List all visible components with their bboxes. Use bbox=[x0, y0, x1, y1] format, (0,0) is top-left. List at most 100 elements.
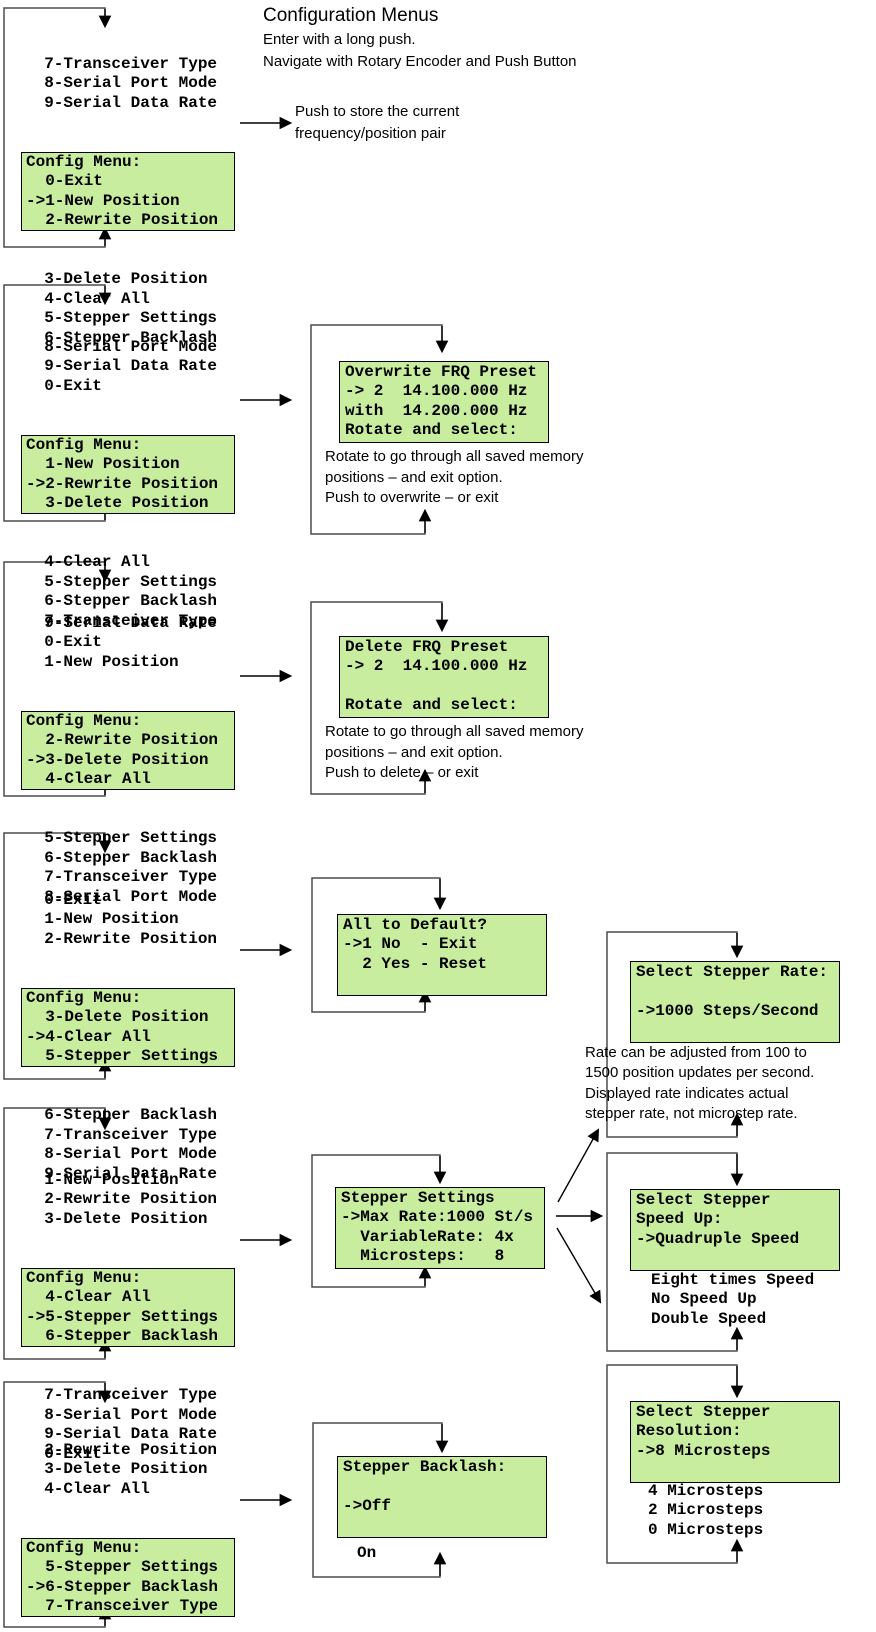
menu-cycle-5: 1-New Position 2-Rewrite Position 3-Dele… bbox=[21, 1132, 235, 1503]
option-item: On bbox=[357, 1544, 377, 1562]
menu-item: 0-Exit bbox=[26, 172, 103, 191]
store-note: Push to store the current frequency/posit… bbox=[295, 101, 459, 145]
lcd-delete-preset: Delete FRQ Preset-> 2 14.100.000 Hz Rotat… bbox=[339, 636, 549, 718]
menu-item: Config Menu: bbox=[26, 1268, 142, 1287]
menu-item: Config Menu: bbox=[26, 1538, 142, 1557]
lcd-line: -> 2 14.100.000 Hz bbox=[345, 657, 528, 676]
menu-item: 0-Exit bbox=[25, 890, 102, 909]
menu-item: 3-Delete Position bbox=[25, 1209, 208, 1228]
menu-item: 9-Serial Data Rate bbox=[25, 357, 218, 376]
option-item: Double Speed bbox=[651, 1309, 767, 1328]
subtitle-line: Enter with a long push. bbox=[263, 31, 416, 48]
lcd-line: ->8 Microsteps bbox=[636, 1441, 771, 1460]
menu-items-below: 3-Delete Position 4-Clear All 5-Stepper … bbox=[21, 270, 235, 348]
note-line: Rotate to go through all saved memory bbox=[325, 723, 584, 740]
lcd-line: Rotate and select: bbox=[345, 421, 518, 440]
menu-item: 5-Stepper Settings bbox=[25, 309, 218, 328]
lcd-line: 2 Yes - Reset bbox=[343, 954, 488, 973]
lcd-line: Delete FRQ Preset bbox=[345, 638, 509, 656]
menu-item: 5-Stepper Settings bbox=[25, 829, 218, 848]
menu-items-above: 9-Serial Data Rate 0-Exit 1-New Position bbox=[21, 614, 235, 672]
note-line: Push to delete – or exit bbox=[325, 764, 479, 781]
menu-item: 8-Serial Port Mode bbox=[25, 74, 218, 93]
note-line: Displayed rate indicates actual bbox=[585, 1084, 789, 1102]
menu-item: Config Menu: bbox=[26, 711, 142, 730]
note-line: Rotate to go through all saved memory bbox=[325, 448, 584, 465]
lcd-line bbox=[345, 677, 543, 696]
menu-item: ->3-Delete Position bbox=[26, 750, 209, 769]
menu-item: 2-Rewrite Position bbox=[25, 1440, 218, 1459]
note-line: stepper rate, not microstep rate. bbox=[585, 1105, 798, 1123]
menu-items-above: 8-Serial Port Mode 9-Serial Data Rate 0-… bbox=[21, 338, 235, 396]
menu-item: 0-Exit bbox=[25, 376, 102, 395]
menu-item: 4-Clear All bbox=[26, 770, 151, 789]
lcd-stepper-backlash: Stepper Backlash:->Off bbox=[337, 1456, 547, 1538]
menu-item: 7-Transceiver Type bbox=[25, 611, 218, 630]
lcd-line: VariableRate: 4x bbox=[341, 1227, 514, 1246]
lcd-line: Rotate and select: bbox=[345, 696, 518, 715]
menu-items-below: 6-Stepper Backlash 7-Transceiver Type 8-… bbox=[21, 1106, 235, 1184]
lcd-line: Select Stepper bbox=[636, 1191, 771, 1209]
menu-item: 1-New Position bbox=[26, 455, 180, 474]
menu-highlight-window: Config Menu: 2-Rewrite Position->3-Delet… bbox=[21, 710, 235, 791]
menu-highlight-window: Config Menu: 3-Delete Position->4-Clear … bbox=[21, 987, 235, 1068]
lcd-line: with 14.200.000 Hz bbox=[345, 401, 528, 420]
menu-item: 5-Stepper Settings bbox=[26, 1558, 219, 1577]
lcd-line: ->Quadruple Speed bbox=[636, 1229, 800, 1248]
menu-item: 7-Transceiver Type bbox=[25, 868, 218, 887]
option-item: 0 Microsteps bbox=[648, 1520, 764, 1539]
option-backlash-on: On bbox=[357, 1544, 376, 1563]
menu-item: ->5-Stepper Settings bbox=[26, 1307, 219, 1326]
lcd-line bbox=[343, 1477, 541, 1496]
note-line: Rate can be adjusted from 100 to bbox=[585, 1044, 807, 1061]
menu-items-below: 7-Transceiver Type 8-Serial Port Mode 9-… bbox=[21, 1386, 235, 1464]
menu-items-above: 1-New Position 2-Rewrite Position 3-Dele… bbox=[21, 1171, 235, 1229]
menu-item: 6-Stepper Backlash bbox=[26, 1327, 219, 1346]
note-line: frequency/position pair bbox=[295, 125, 446, 142]
menu-item: 8-Serial Port Mode bbox=[25, 1405, 218, 1424]
menu-item: 2-Rewrite Position bbox=[26, 731, 219, 750]
lcd-line: Select Stepper bbox=[636, 1403, 771, 1421]
menu-items-above: 2-Rewrite Position 3-Delete Position 4-C… bbox=[21, 1441, 235, 1499]
lcd-line: Overwrite FRQ Preset bbox=[345, 363, 538, 381]
menu-items-above: 7-Transceiver Type 8-Serial Port Mode 9-… bbox=[21, 55, 235, 113]
lcd-line: ->1 No - Exit bbox=[343, 935, 478, 954]
menu-item: 0-Exit bbox=[25, 633, 102, 652]
lcd-line bbox=[343, 1516, 541, 1535]
menu-item: 4-Clear All bbox=[25, 553, 150, 572]
menu-item: 7-Transceiver Type bbox=[25, 1386, 218, 1405]
menu-item: 9-Serial Data Rate bbox=[25, 613, 218, 632]
menu-items-below: 5-Stepper Settings 6-Stepper Backlash 7-… bbox=[21, 829, 235, 907]
menu-item: ->1-New Position bbox=[26, 191, 180, 210]
menu-cycle-6: 2-Rewrite Position 3-Delete Position 4-C… bbox=[21, 1402, 235, 1632]
lcd-line bbox=[636, 982, 834, 1001]
note-line: Push to store the current bbox=[295, 103, 460, 120]
lcd-line: Stepper Backlash: bbox=[343, 1458, 507, 1476]
menu-item: 2-Rewrite Position bbox=[26, 211, 219, 230]
lcd-line bbox=[343, 974, 541, 993]
menu-item: 4-Clear All bbox=[26, 1288, 151, 1307]
menu-cycle-4: 0-Exit 1-New Position 2-Rewrite Position… bbox=[21, 852, 235, 1223]
lcd-line: All to Default? bbox=[343, 916, 488, 934]
lcd-line: Resolution: bbox=[636, 1422, 742, 1441]
menu-item: 4-Clear All bbox=[25, 289, 150, 308]
menu-item: 5-Stepper Settings bbox=[25, 572, 218, 591]
lcd-line bbox=[636, 1021, 834, 1040]
menu-item: 1-New Position bbox=[25, 652, 179, 671]
menu-item: 6-Stepper Backlash bbox=[25, 1106, 218, 1125]
menu-item: 9-Serial Data Rate bbox=[25, 1425, 218, 1444]
menu-item: 7-Transceiver Type bbox=[25, 54, 218, 73]
page-title: Configuration Menus bbox=[263, 5, 439, 26]
lcd-line: Stepper Settings bbox=[341, 1189, 495, 1207]
menu-item: 0-Exit bbox=[25, 1444, 102, 1463]
option-item: 4 Microsteps bbox=[648, 1482, 764, 1500]
menu-item: 4-Clear All bbox=[25, 1479, 150, 1498]
lcd-line: Microsteps: 8 bbox=[341, 1247, 505, 1266]
menu-item: 3-Delete Position bbox=[25, 270, 208, 289]
